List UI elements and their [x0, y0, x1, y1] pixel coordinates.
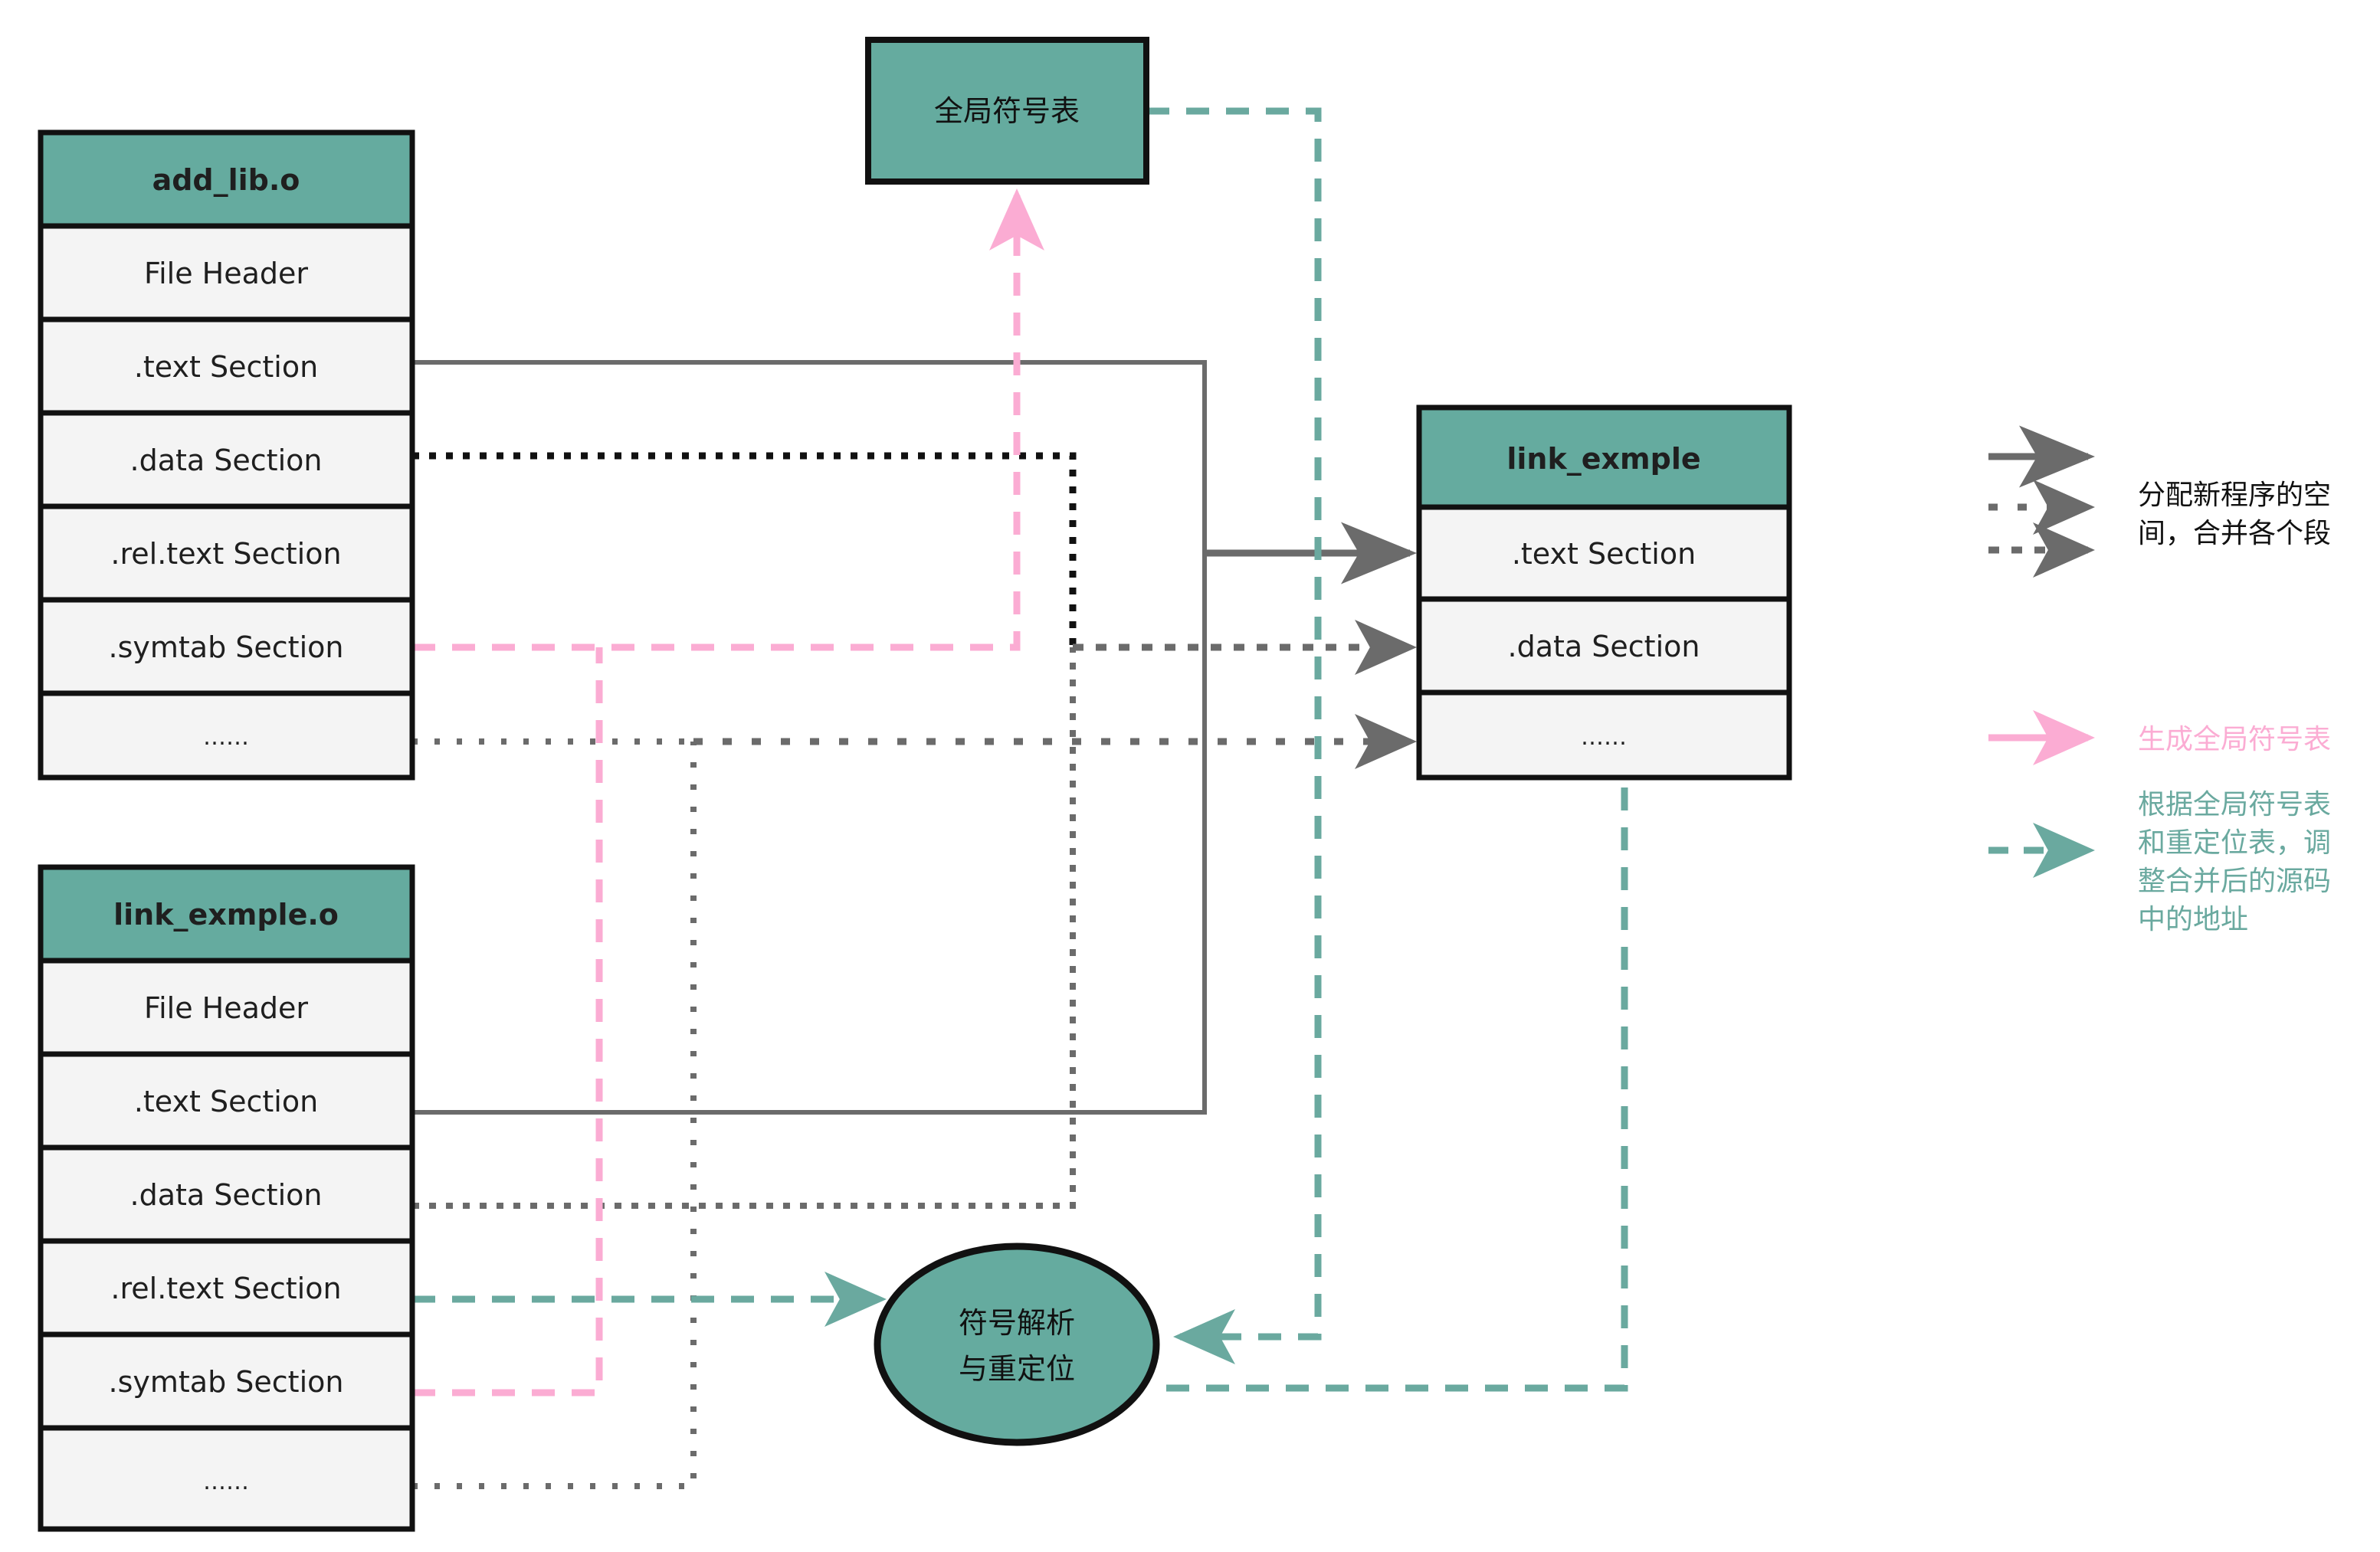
object-file-1-row-file-header: File Header — [144, 257, 308, 290]
legend-label-merge-line1: 分配新程序的空 — [2138, 480, 2331, 511]
object-file-1-row-ellipsis: …… — [203, 724, 249, 751]
connector-global-to-resolver — [1146, 107, 1322, 1364]
output-file-header: link_exmple — [1506, 442, 1700, 476]
object-file-2-row-ellipsis: …… — [203, 1469, 249, 1495]
connector-text-merge — [412, 360, 1417, 1115]
object-file-2-header: link_exmple.o — [113, 898, 339, 932]
legend-label-relocate-line2: 和重定位表，调 — [2138, 827, 2331, 859]
legend-item-build-global-symtab: 生成全局符号表 — [1988, 710, 2331, 765]
object-file-1-header: add_lib.o — [152, 163, 300, 197]
connector-resolver-to-output — [1166, 648, 1652, 1392]
symbol-resolution-ellipse: 符号解析 与重定位 — [874, 1243, 1160, 1446]
global-symbol-table-label: 全局符号表 — [934, 94, 1080, 128]
legend-item-merge-sections: 分配新程序的空 间，合并各个段 — [1988, 425, 2331, 578]
object-file-2-row-text-section: .text Section — [134, 1085, 318, 1118]
object-file-1-row-text-section: .text Section — [134, 350, 318, 384]
connector-data-merge-2 — [412, 647, 1076, 1209]
legend-item-relocate-addresses: 根据全局符号表 和重定位表，调 整合并后的源码 中的地址 — [1988, 789, 2331, 935]
object-file-2-row-symtab-section: .symtab Section — [109, 1365, 344, 1399]
object-file-1-row-reltext-section: .rel.text Section — [110, 537, 341, 571]
output-file-row-text-section: .text Section — [1512, 537, 1696, 571]
object-file-1-row-symtab-section: .symtab Section — [109, 630, 344, 664]
global-symbol-table-box: 全局符号表 — [865, 37, 1149, 185]
resolver-label-line2: 与重定位 — [959, 1352, 1075, 1386]
legend-label-relocate-line1: 根据全局符号表 — [2138, 789, 2331, 820]
connector-data-merge-1 — [412, 452, 1417, 675]
output-file-box-link-exmple: link_exmple .text Section .data Section … — [1416, 404, 1792, 781]
object-file-1-row-data-section: .data Section — [130, 444, 323, 477]
object-file-box-add-lib: add_lib.o File Header .text Section .dat… — [38, 129, 415, 781]
connector-misc-merge — [412, 714, 1417, 1489]
legend-label-relocate-line4: 中的地址 — [2138, 904, 2248, 935]
object-file-2-row-file-header: File Header — [144, 991, 308, 1025]
resolver-label-line1: 符号解析 — [959, 1306, 1075, 1340]
output-file-row-data-section: .data Section — [1508, 630, 1700, 663]
connector-symtab-to-global — [412, 188, 1044, 1396]
legend: 分配新程序的空 间，合并各个段 生成全局符号表 根据全局符号表 和重定位表，调 … — [1988, 425, 2331, 935]
legend-label-relocate-line3: 整合并后的源码 — [2138, 866, 2331, 897]
object-file-2-row-data-section: .data Section — [130, 1178, 323, 1212]
legend-label-merge-line2: 间，合并各个段 — [2138, 518, 2331, 549]
output-file-row-ellipsis: …… — [1581, 724, 1627, 751]
object-file-2-row-reltext-section: .rel.text Section — [110, 1272, 341, 1305]
object-file-box-link-exmple: link_exmple.o File Header .text Section … — [38, 864, 415, 1532]
legend-label-global-symtab: 生成全局符号表 — [2138, 724, 2331, 755]
